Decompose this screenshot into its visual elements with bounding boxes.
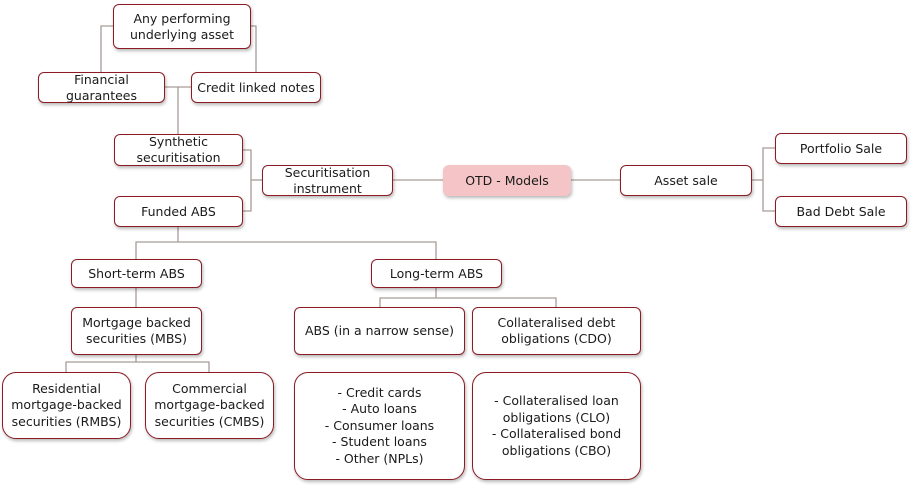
- connector-asset-guarantees: [100, 25, 113, 72]
- node-residential-mbs: Residential mortgage-backed securities (…: [2, 372, 131, 439]
- connector-asset-creditnotes: [251, 25, 257, 72]
- node-credit-linked-notes: Credit linked notes: [191, 72, 321, 103]
- connector-funded-branch: [135, 241, 437, 259]
- node-bad-debt-sale: Bad Debt Sale: [775, 196, 907, 227]
- node-financial-guarantees: Financial guarantees: [38, 72, 165, 103]
- node-funded-abs: Funded ABS: [114, 196, 243, 227]
- node-collateralised-debt-obligations: Collateralised debt obligations (CDO): [472, 307, 641, 355]
- node-securitisation-instrument: Securitisation instrument: [262, 165, 393, 196]
- node-long-term-abs: Long-term ABS: [371, 259, 502, 288]
- node-short-term-abs: Short-term ABS: [71, 259, 202, 288]
- node-asset-sale: Asset sale: [620, 165, 752, 196]
- node-mortgage-backed-securities: Mortgage backed securities (MBS): [71, 307, 202, 355]
- node-synthetic-securitisation: Synthetic securitisation: [114, 134, 243, 166]
- connector-instrument-bracket: [243, 149, 252, 212]
- connector-sale-bracket: [762, 147, 775, 212]
- node-any-performing-underlying-asset: Any performing underlying asset: [113, 4, 251, 49]
- node-abs-narrow-list: - Credit cards - Auto loans - Consumer l…: [294, 372, 465, 480]
- node-abs-narrow-sense: ABS (in a narrow sense): [294, 307, 465, 355]
- connector-long-branch: [379, 297, 557, 307]
- connector-mbs-branch: [65, 361, 210, 372]
- node-cdo-list: - Collateralised loan obligations (CLO) …: [472, 372, 641, 480]
- node-portfolio-sale: Portfolio Sale: [775, 133, 907, 164]
- node-otd-models: OTD - Models: [443, 165, 571, 196]
- node-commercial-mbs: Commercial mortgage-backed securities (C…: [145, 372, 274, 439]
